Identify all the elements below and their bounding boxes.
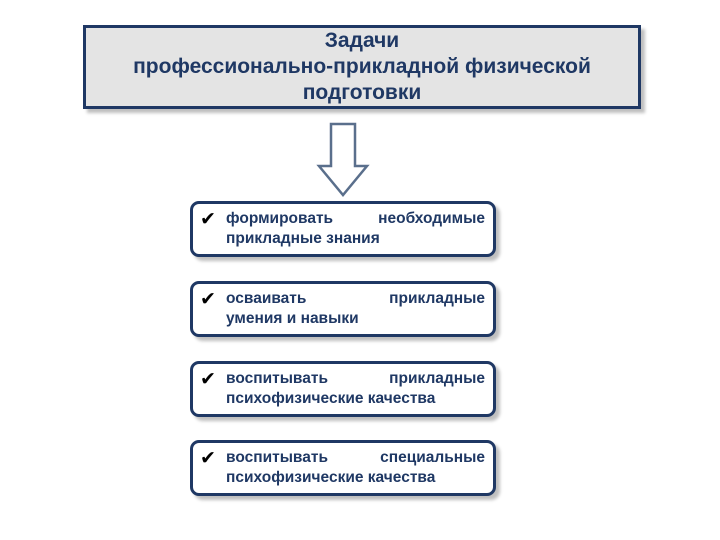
- task-text-4: воспитывать специальные психофизические …: [226, 448, 485, 488]
- task-box-3: ✔ воспитывать прикладные психофизические…: [190, 361, 496, 417]
- title-line-2: профессионально-прикладной физической: [133, 55, 591, 78]
- check-icon: ✔: [200, 288, 216, 310]
- down-arrow-icon: [316, 122, 370, 197]
- task-box-4: ✔ воспитывать специальные психофизически…: [190, 440, 496, 496]
- title-line-3: подготовки: [302, 81, 422, 104]
- task-3-line-2: психофизические качества: [226, 390, 436, 407]
- task-box-1: ✔ формировать необходимые прикладные зна…: [190, 201, 496, 257]
- task-text-1: формировать необходимые прикладные знани…: [226, 209, 485, 249]
- task-3-line-1: воспитывать прикладные: [226, 370, 485, 387]
- task-1-line-1: формировать необходимые: [226, 210, 485, 227]
- task-4-line-1: воспитывать специальные: [226, 449, 485, 466]
- task-text-2: осваивать прикладные умения и навыки: [226, 289, 485, 329]
- title-line-1: Задачи: [324, 29, 400, 52]
- title-box: Задачи профессионально-прикладной физиче…: [83, 25, 641, 109]
- task-1-line-2: прикладные знания: [226, 230, 380, 247]
- task-text-3: воспитывать прикладные психофизические к…: [226, 369, 485, 409]
- check-icon: ✔: [200, 447, 216, 469]
- task-2-line-2: умения и навыки: [226, 310, 359, 327]
- task-box-2: ✔ осваивать прикладные умения и навыки: [190, 281, 496, 337]
- check-icon: ✔: [200, 368, 216, 390]
- task-4-line-2: психофизические качества: [226, 469, 436, 486]
- task-2-line-1: осваивать прикладные: [226, 290, 485, 307]
- check-icon: ✔: [200, 208, 216, 230]
